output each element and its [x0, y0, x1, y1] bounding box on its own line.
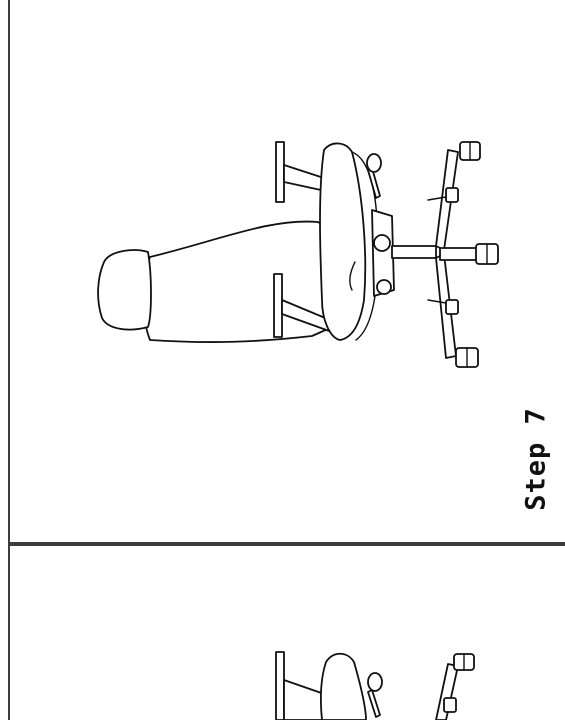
chair-caster-top — [459, 141, 481, 161]
chair-backrest — [142, 220, 331, 343]
chair-armrest-upper — [275, 141, 285, 203]
chair-caster-back-b — [445, 299, 459, 315]
chair-seat-crease — [349, 261, 356, 291]
panel-divider — [8, 542, 565, 544]
chair-tilt-knob — [376, 279, 392, 295]
chair-lever-knob — [366, 153, 382, 173]
chair-gas-cylinder — [391, 245, 437, 259]
chair-mechanism — [371, 209, 395, 297]
chair-base-leg-middle — [439, 247, 481, 261]
step-label: Step 7 — [520, 407, 552, 511]
chair-caster-middle — [475, 243, 499, 265]
chair-armrest-lower — [273, 273, 283, 338]
chair-illustration-partial — [275, 651, 475, 720]
chair-caster-bottom — [455, 347, 479, 368]
chair-headrest — [97, 249, 152, 331]
chair-mechanism-knob — [373, 234, 391, 252]
chair-caster-back-a — [445, 187, 459, 203]
chair-seat — [319, 142, 367, 341]
